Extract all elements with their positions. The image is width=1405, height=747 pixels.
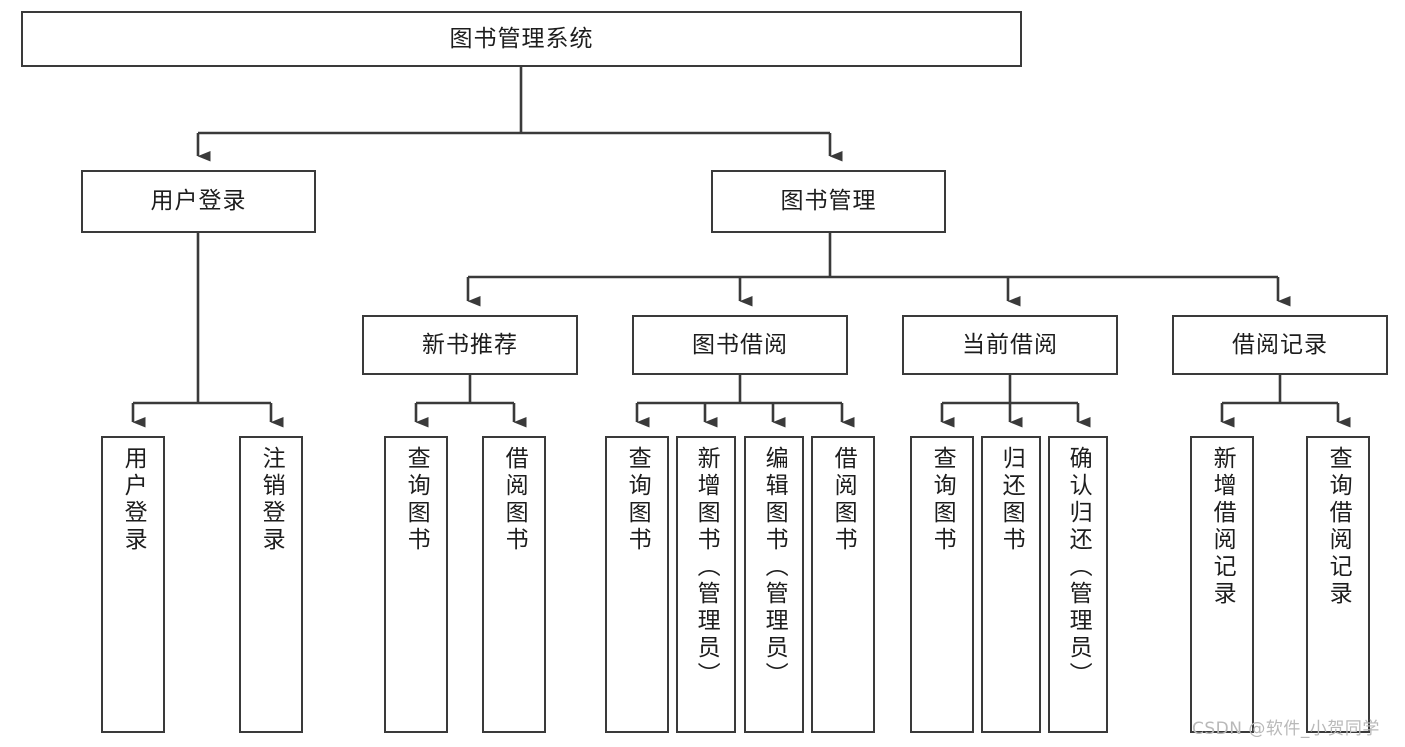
node-borrow-record-label: 借阅记录 [1232, 331, 1328, 358]
node-book-borrow-label: 图书借阅 [692, 331, 788, 358]
node-current-borrow[interactable]: 当前借阅 [902, 315, 1118, 375]
leaf-add-book-admin[interactable]: 新增图书（管理员） [676, 436, 736, 733]
leaf-borrow-book-label: 借阅图书 [830, 446, 857, 554]
leaf-query-borrow-record[interactable]: 查询借阅记录 [1306, 436, 1370, 733]
node-root-label: 图书管理系统 [449, 25, 594, 52]
leaf-add-borrow-record-label: 新增借阅记录 [1209, 446, 1236, 608]
node-new-book-recommendation-label: 新书推荐 [422, 331, 518, 358]
node-book-borrow[interactable]: 图书借阅 [632, 315, 848, 375]
leaf-query-book-recommendation-label: 查询图书 [403, 446, 430, 554]
leaf-user-login-label: 用户登录 [120, 446, 147, 554]
leaf-borrow-book-recommendation-label: 借阅图书 [501, 446, 528, 554]
node-book-management[interactable]: 图书管理 [711, 170, 946, 233]
node-new-book-recommendation[interactable]: 新书推荐 [362, 315, 578, 375]
node-book-management-label: 图书管理 [780, 188, 877, 215]
leaf-add-borrow-record[interactable]: 新增借阅记录 [1190, 436, 1254, 733]
leaf-logout-login[interactable]: 注销登录 [239, 436, 303, 733]
leaf-add-book-admin-label: 新增图书（管理员） [693, 446, 720, 689]
node-current-borrow-label: 当前借阅 [962, 331, 1058, 358]
leaf-confirm-return-admin-label: 确认归还（管理员） [1065, 446, 1092, 689]
node-user-login[interactable]: 用户登录 [81, 170, 316, 233]
leaf-query-book-current-label: 查询图书 [929, 446, 956, 554]
leaf-query-book-current[interactable]: 查询图书 [910, 436, 974, 733]
node-user-login-label: 用户登录 [150, 188, 247, 215]
leaf-query-book-borrow[interactable]: 查询图书 [605, 436, 669, 733]
leaf-return-book-label: 归还图书 [998, 446, 1025, 554]
leaf-user-login[interactable]: 用户登录 [101, 436, 165, 733]
leaf-borrow-book-recommendation[interactable]: 借阅图书 [482, 436, 546, 733]
node-borrow-record[interactable]: 借阅记录 [1172, 315, 1388, 375]
leaf-edit-book-admin[interactable]: 编辑图书（管理员） [744, 436, 804, 733]
leaf-query-borrow-record-label: 查询借阅记录 [1325, 446, 1352, 608]
leaf-borrow-book[interactable]: 借阅图书 [811, 436, 875, 733]
leaf-return-book[interactable]: 归还图书 [981, 436, 1041, 733]
node-root[interactable]: 图书管理系统 [21, 11, 1022, 67]
leaf-edit-book-admin-label: 编辑图书（管理员） [761, 446, 788, 689]
leaf-query-book-borrow-label: 查询图书 [624, 446, 651, 554]
leaf-logout-login-label: 注销登录 [258, 446, 285, 554]
leaf-confirm-return-admin[interactable]: 确认归还（管理员） [1048, 436, 1108, 733]
leaf-query-book-recommendation[interactable]: 查询图书 [384, 436, 448, 733]
csdn-watermark: CSDN @软件_小贺同学 [1192, 719, 1380, 739]
